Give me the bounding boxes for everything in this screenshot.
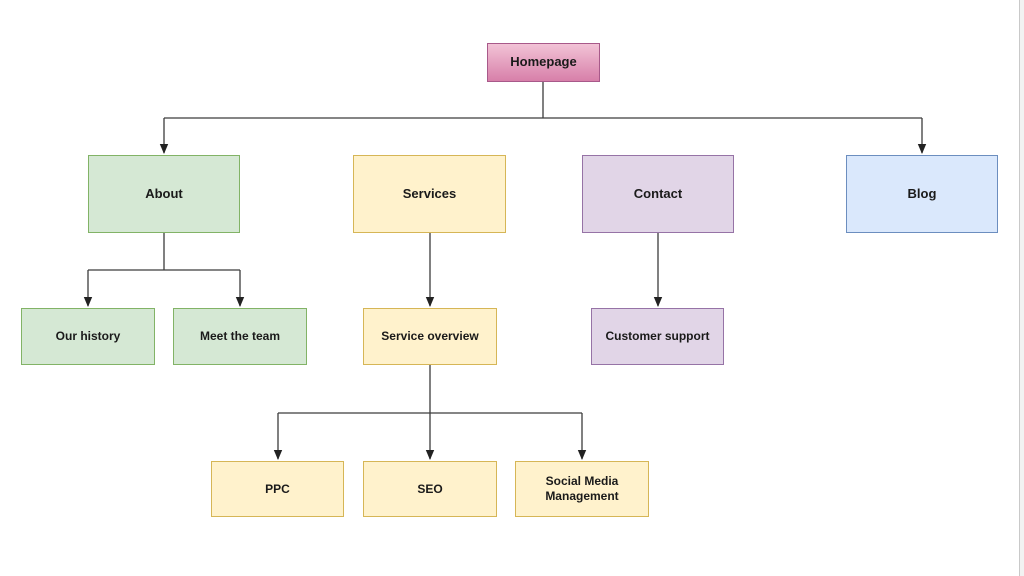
node-label-customer-support: Customer support — [605, 329, 710, 343]
node-label-ppc: PPC — [265, 481, 290, 496]
node-label-services: Services — [402, 185, 457, 201]
node-services[interactable]: Services — [353, 155, 506, 233]
node-label-meet-the-team: Meet the team — [199, 329, 281, 343]
node-blog[interactable]: Blog — [846, 155, 998, 233]
node-seo[interactable]: SEO — [363, 461, 497, 517]
node-ppc[interactable]: PPC — [211, 461, 344, 517]
node-meet-the-team[interactable]: Meet the team — [173, 308, 307, 365]
node-our-history[interactable]: Our history — [21, 308, 155, 365]
node-about[interactable]: About — [88, 155, 240, 233]
node-label-about: About — [145, 185, 183, 201]
node-label-homepage: Homepage — [510, 54, 577, 70]
node-contact[interactable]: Contact — [582, 155, 734, 233]
right-edge-strip — [1019, 0, 1024, 576]
node-homepage[interactable]: Homepage — [487, 43, 600, 82]
node-label-seo: SEO — [417, 481, 443, 496]
node-label-social-media-management: Social Media Management — [545, 474, 619, 503]
node-label-blog: Blog — [907, 185, 937, 201]
node-customer-support[interactable]: Customer support — [591, 308, 724, 365]
node-label-service-overview: Service overview — [381, 329, 479, 343]
node-label-contact: Contact — [633, 185, 683, 201]
node-social-media-management[interactable]: Social Media Management — [515, 461, 649, 517]
node-service-overview[interactable]: Service overview — [363, 308, 497, 365]
node-label-our-history: Our history — [55, 329, 121, 343]
